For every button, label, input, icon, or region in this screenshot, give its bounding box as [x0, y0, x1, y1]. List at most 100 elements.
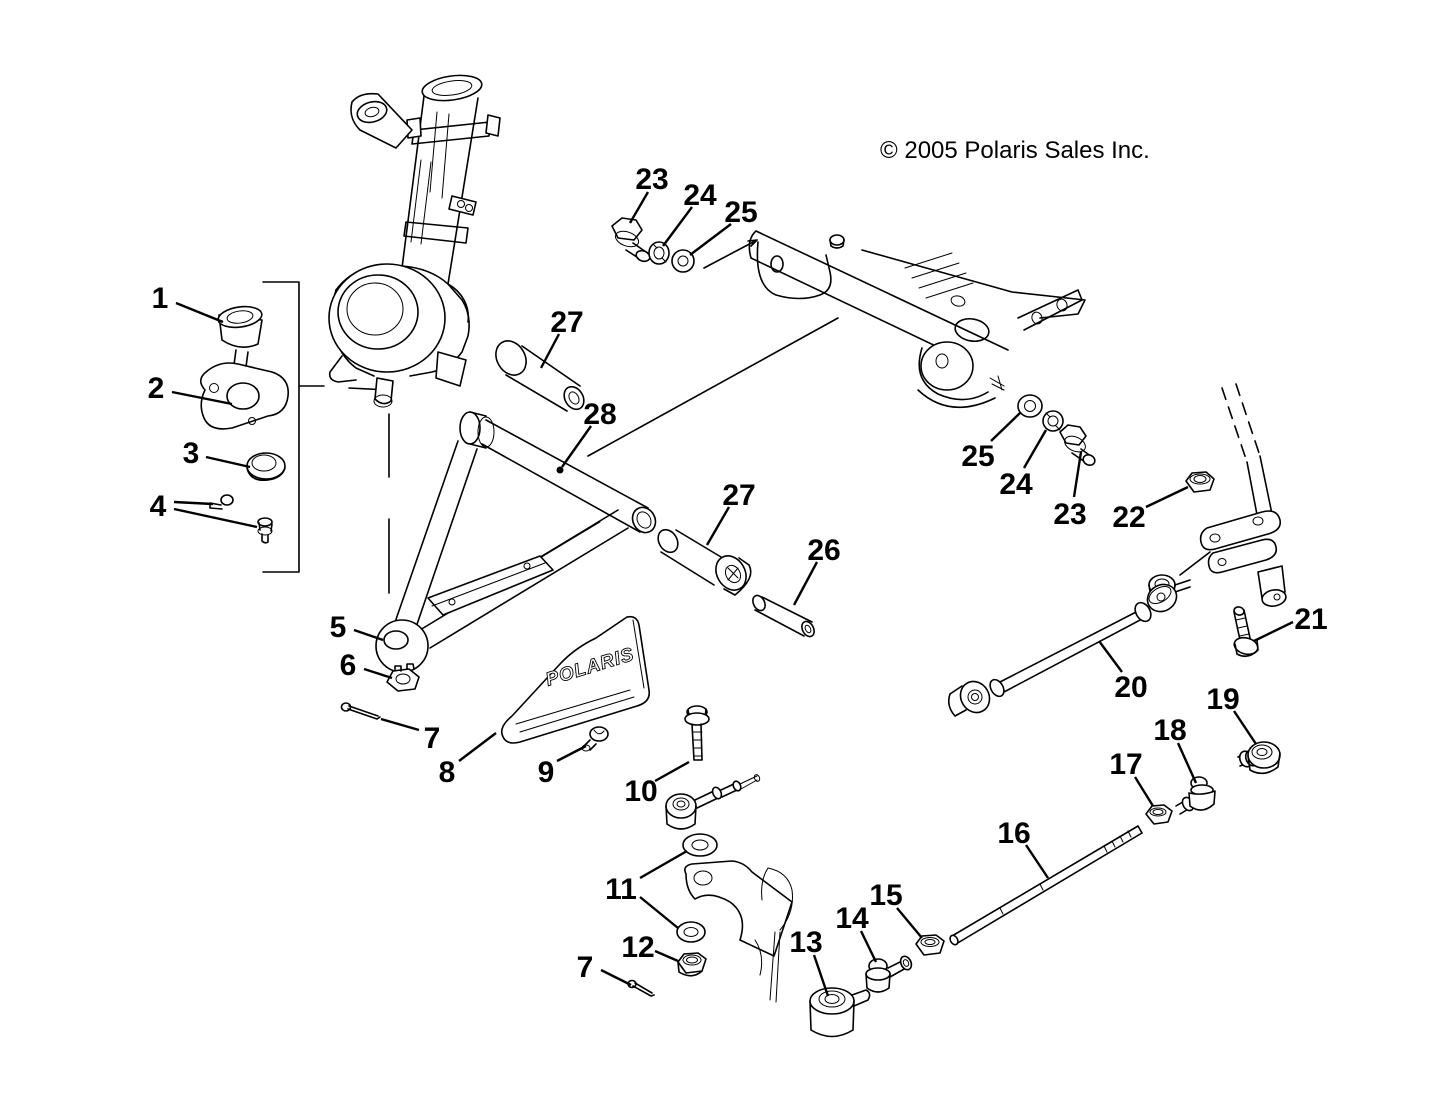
steering-knuckle: [328, 74, 501, 408]
callout-label: 27: [550, 306, 583, 339]
callout-10-9: 10: [624, 760, 690, 808]
callout-label: 12: [621, 931, 654, 964]
callout-6-5: 6: [340, 649, 393, 682]
bolt-21: [1233, 606, 1259, 658]
steering-stop-bracket: [684, 860, 793, 957]
bolt-washers-top: [611, 217, 695, 273]
callout-16-15: 16: [997, 817, 1049, 879]
callout-14-13: 14: [835, 902, 878, 963]
callout-11-10: 11: [605, 849, 688, 929]
ball-joint-plate: [199, 362, 289, 430]
nut-15: [915, 934, 945, 956]
callout-25-31: 25: [689, 196, 758, 256]
callout-label: 17: [1109, 748, 1142, 781]
leader-line: [705, 506, 731, 546]
callout-label: 9: [538, 756, 555, 789]
leader-line: [1022, 429, 1048, 469]
callout-label: 14: [835, 902, 869, 935]
callout-label: 23: [1053, 498, 1086, 531]
callout-label: 8: [439, 756, 456, 789]
leader-line: [639, 849, 688, 880]
callout-label: 25: [724, 196, 757, 229]
callout-label: 22: [1112, 501, 1145, 534]
leader-line: [600, 968, 632, 987]
callout-label: 15: [869, 879, 902, 912]
callout-label: 16: [997, 817, 1030, 850]
rod-end-13: [809, 987, 871, 1038]
callout-label: 7: [577, 951, 594, 984]
leader-line: [1072, 451, 1083, 498]
callout-label: 24: [683, 179, 717, 212]
seal-ring: [246, 452, 286, 482]
leader-line: [1176, 742, 1198, 784]
callout-label: 28: [583, 398, 616, 431]
pivot-bushing-lower: [657, 528, 752, 596]
callout-22-21: 22: [1112, 485, 1189, 534]
callout-27-28: 27: [705, 479, 756, 546]
rod-end-arm-10: [665, 774, 761, 830]
leader-line: [175, 301, 224, 324]
leader-line: [628, 191, 650, 224]
callout-label: 3: [183, 437, 200, 470]
tie-rod-20: [948, 583, 1178, 717]
callout-18-17: 18: [1153, 714, 1198, 784]
leader-line: [1133, 776, 1155, 807]
leader-line: [458, 732, 497, 762]
leader-line: [792, 561, 819, 606]
callout-label: 27: [722, 479, 755, 512]
callout-label: 24: [999, 468, 1033, 501]
callout-21-20: 21: [1253, 603, 1328, 643]
leader-line: [205, 455, 251, 469]
spacer-tube: [752, 594, 815, 638]
guard-screw: [581, 726, 609, 752]
callout-5-4: 5: [330, 611, 384, 644]
leader-line: [689, 223, 732, 256]
guard-plate: POLARIS: [500, 615, 651, 744]
leader-line: [1025, 844, 1049, 879]
callout-7-6: 7: [380, 717, 440, 755]
callout-label: 26: [807, 534, 840, 567]
callout-19-18: 19: [1206, 683, 1257, 745]
callout-3-2: 3: [183, 437, 251, 470]
callout-7-32: 7: [577, 951, 632, 987]
leader-line: [639, 896, 679, 929]
callout-9-8: 9: [538, 744, 587, 789]
leader-line: [1233, 710, 1257, 745]
leader-line: [539, 333, 561, 369]
callout-label: 4: [150, 490, 167, 523]
callout-13-12: 13: [789, 926, 830, 997]
callout-label: 19: [1206, 683, 1239, 716]
ball-joint-14: [865, 955, 913, 993]
grease-screws: [209, 494, 273, 544]
leader-line: [812, 954, 830, 997]
bolt-washers-right: [1017, 394, 1096, 466]
callout-label: 6: [340, 649, 357, 682]
leader-line: [380, 717, 420, 732]
callout-label: 23: [635, 163, 668, 196]
callout-15-14: 15: [869, 879, 923, 939]
tie-rod-16: [949, 825, 1143, 946]
callout-label: 10: [624, 775, 657, 808]
callout-27-26: 27: [539, 306, 584, 369]
leader-line: [654, 949, 679, 963]
callout-label: 2: [148, 372, 165, 405]
callout-label: 5: [330, 611, 347, 644]
rod-end-18: [1175, 776, 1216, 815]
leader-line: [1253, 620, 1294, 643]
callout-12-11: 12: [621, 931, 679, 964]
callout-23-22: 23: [1053, 451, 1087, 531]
pivot-bolt-10: [684, 705, 710, 761]
leader-line: [171, 390, 233, 406]
leader-line: [173, 500, 214, 506]
leader-line: [859, 930, 878, 963]
leader-line: [353, 628, 384, 642]
leader-line: [173, 507, 258, 529]
jam-nut-17: [1145, 804, 1173, 825]
ball-joint: [217, 305, 263, 392]
leader-line: [363, 667, 393, 680]
callout-label: 13: [789, 926, 822, 959]
callout-2-1: 2: [148, 372, 233, 406]
callout-1-0: 1: [152, 282, 224, 324]
callout-23-29: 23: [628, 163, 669, 224]
